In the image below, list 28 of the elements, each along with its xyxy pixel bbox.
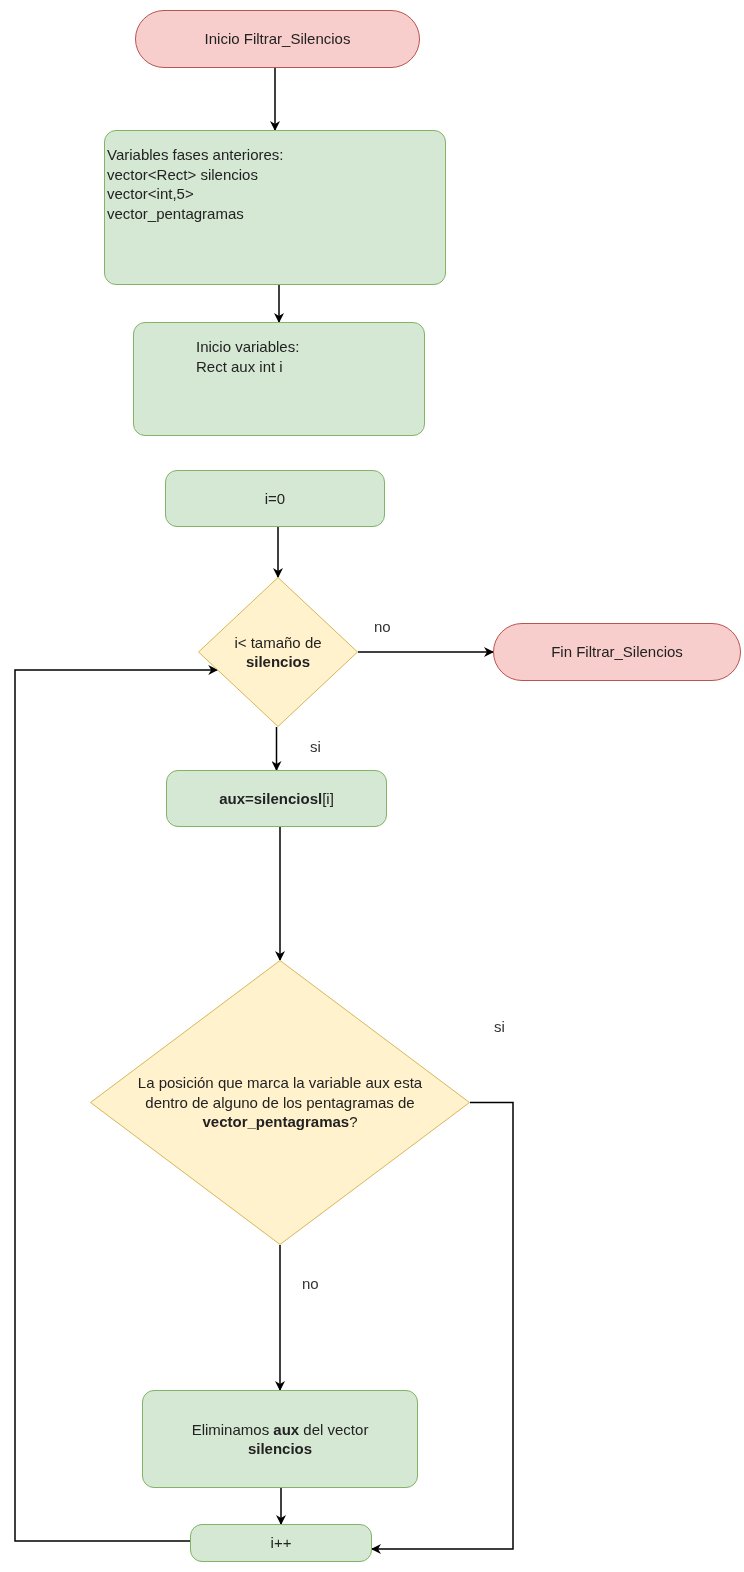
node-text: aux=silenciosl[i] <box>219 788 334 809</box>
arrow <box>276 1487 286 1525</box>
arrow <box>273 526 283 578</box>
arrow <box>270 67 280 131</box>
arrow <box>357 647 494 657</box>
node-text: Variables fases anteriores: vector<Rect> silencios vector<int,5> vector_pentagramas <box>107 145 285 223</box>
process-box <box>142 1390 418 1488</box>
process-box <box>190 1524 372 1562</box>
node-text: La posición que marca la variable aux esta dentro de alguno de los pentagramas de vector_pentagramas? <box>136 1073 424 1132</box>
arrow <box>274 284 284 323</box>
process-box <box>166 770 387 827</box>
process-box <box>133 322 425 436</box>
arrow <box>14 665 219 1542</box>
arrow <box>275 1244 285 1391</box>
node-text: Inicio Filtrar_Silencios <box>204 29 351 49</box>
node-text: Eliminamos aux del vector silencios <box>190 1419 370 1459</box>
node-text: Inicio variables: Rect aux int i <box>196 337 301 376</box>
process-box <box>165 470 385 527</box>
arrow <box>271 726 282 771</box>
arrow <box>275 826 285 961</box>
edge-label: si <box>492 1018 507 1035</box>
edge-label: si <box>308 738 323 755</box>
node-text: Fin Filtrar_Silencios <box>551 642 683 662</box>
process-box <box>104 130 446 285</box>
arrow <box>371 1101 514 1554</box>
node-text: i++ <box>270 1533 292 1553</box>
node-text: i< tamaño de silencios <box>233 632 323 672</box>
node-text: i=0 <box>264 488 286 509</box>
